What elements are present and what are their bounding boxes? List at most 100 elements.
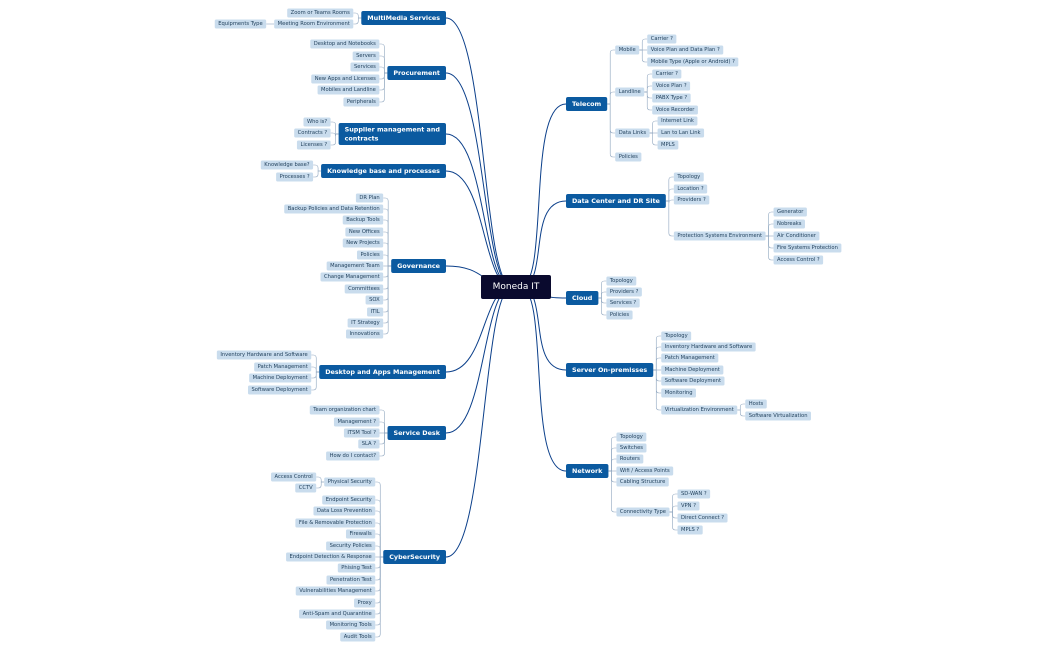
leaf-node-physical-security[interactable] (324, 477, 376, 487)
leaf-node-sox[interactable] (365, 295, 384, 305)
leaf-node-anti-spam-and-quarantine[interactable] (299, 609, 376, 619)
leaf-node-mpls[interactable] (657, 140, 679, 150)
leaf-node-file-removable-protection[interactable] (295, 518, 376, 528)
leaf-node-virtualization-environment[interactable] (661, 405, 738, 415)
leaf-node-data-links[interactable] (615, 128, 650, 138)
leaf-node-backup-tools[interactable] (342, 215, 384, 225)
leaf-node-firewalls[interactable] (345, 529, 376, 539)
branch-procurement[interactable] (387, 66, 446, 80)
leaf-node-carrier[interactable] (652, 69, 682, 79)
leaf-node-inventory-hardware-and-software[interactable] (216, 350, 312, 360)
leaf-node-who-is[interactable] (303, 117, 331, 127)
leaf-node-dr-plan[interactable] (355, 193, 384, 203)
branch-multimedia-services[interactable] (361, 11, 446, 25)
branch-cloud[interactable] (566, 291, 599, 305)
leaf-node-it-strategy[interactable] (347, 318, 384, 328)
root-node[interactable] (481, 275, 551, 299)
leaf-node-meeting-room-environment[interactable] (274, 19, 354, 29)
leaf-node-voice-plan-and-data-plan[interactable] (647, 45, 724, 55)
leaf-node-endpoint-detection-response[interactable] (286, 552, 376, 562)
leaf-node-audit-tools[interactable] (340, 632, 376, 642)
branch-network[interactable] (566, 464, 609, 478)
leaf-node-sd-wan[interactable] (677, 489, 711, 499)
leaf-node-endpoint-security[interactable] (322, 495, 376, 505)
leaf-node-protection-systems-environment[interactable] (673, 231, 766, 241)
leaf-node-air-conditioner[interactable] (773, 231, 820, 241)
leaf-node-software-deployment[interactable] (661, 376, 725, 386)
leaf-node-vpn[interactable] (677, 501, 700, 511)
leaf-node-inventory-hardware-and-software[interactable] (661, 342, 756, 352)
leaf-node-fire-systems-protection[interactable] (773, 243, 842, 253)
leaf-node-policies[interactable] (606, 310, 633, 320)
leaf-node-nobreaks[interactable] (773, 219, 805, 229)
leaf-node-access-control[interactable] (271, 472, 317, 482)
leaf-node-carrier[interactable] (647, 34, 677, 44)
leaf-node-desktop-and-notebooks[interactable] (310, 39, 380, 49)
branch-server-on-premisses[interactable] (566, 363, 654, 377)
leaf-node-topology[interactable] (673, 172, 704, 182)
leaf-node-monitoring-tools[interactable] (326, 620, 376, 630)
leaf-node-itil[interactable] (367, 307, 384, 317)
leaf-node-voice-plan[interactable] (652, 81, 691, 91)
leaf-node-servers[interactable] (352, 51, 380, 61)
leaf-node-providers[interactable] (606, 287, 642, 297)
leaf-node-committees[interactable] (344, 284, 384, 294)
leaf-node-mobiles-and-landline[interactable] (317, 85, 380, 95)
leaf-node-knowledge-base[interactable] (260, 160, 314, 170)
leaf-node-patch-management[interactable] (254, 362, 312, 372)
leaf-node-security-policies[interactable] (326, 541, 376, 551)
leaf-node-routers[interactable] (616, 454, 644, 464)
branch-knowledge-base-and-processes[interactable] (321, 164, 446, 178)
leaf-node-direct-connect[interactable] (677, 513, 728, 523)
branch-telecom[interactable] (566, 97, 608, 111)
branch-supplier-management-and-contracts[interactable] (338, 123, 446, 145)
leaf-node-internet-link[interactable] (657, 116, 698, 126)
leaf-node-sla[interactable] (358, 439, 380, 449)
leaf-node-innovations[interactable] (346, 329, 384, 339)
leaf-node-mpls[interactable] (677, 525, 703, 535)
leaf-node-policies[interactable] (615, 152, 642, 162)
leaf-node-location[interactable] (673, 184, 708, 194)
leaf-node-services[interactable] (606, 298, 640, 308)
leaf-node-software-virtualization[interactable] (745, 411, 812, 421)
leaf-node-data-loss-prevention[interactable] (313, 506, 376, 516)
leaf-node-mobile[interactable] (615, 45, 640, 55)
leaf-node-new-apps-and-licenses[interactable] (311, 74, 380, 84)
branch-cybersecurity[interactable] (383, 550, 446, 564)
leaf-node-change-management[interactable] (320, 272, 384, 282)
leaf-node-peripherals[interactable] (343, 97, 380, 107)
leaf-node-zoom-or-teams-rooms[interactable] (287, 8, 354, 18)
leaf-node-team-organization-chart[interactable] (309, 405, 380, 415)
leaf-node-new-offices[interactable] (345, 227, 384, 237)
branch-desktop-and-apps-management[interactable] (319, 365, 446, 379)
leaf-node-hosts[interactable] (745, 399, 767, 409)
leaf-node-lan-to-lan-link[interactable] (657, 128, 705, 138)
leaf-node-topology[interactable] (606, 276, 637, 286)
leaf-node-itsm-tool[interactable] (343, 428, 380, 438)
leaf-node-mobile-type-apple-or-android[interactable] (647, 57, 739, 67)
leaf-node-wifi-access-points[interactable] (616, 466, 674, 476)
leaf-node-machine-deployment[interactable] (249, 373, 312, 383)
leaf-node-new-projects[interactable] (342, 238, 384, 248)
leaf-node-licenses[interactable] (296, 140, 331, 150)
leaf-node-phising-test[interactable] (337, 563, 376, 573)
leaf-node-topology[interactable] (616, 432, 647, 442)
leaf-node-voice-recorder[interactable] (652, 105, 698, 115)
leaf-node-generator[interactable] (773, 207, 807, 217)
leaf-node-processes[interactable] (276, 172, 314, 182)
leaf-node-topology[interactable] (661, 331, 692, 341)
leaf-node-monitoring[interactable] (661, 388, 696, 398)
leaf-node-contracts[interactable] (294, 128, 331, 138)
leaf-node-management[interactable] (333, 417, 380, 427)
leaf-node-pabx-type[interactable] (652, 93, 691, 103)
leaf-node-connectivity-type[interactable] (616, 507, 670, 517)
leaf-node-patch-management[interactable] (661, 353, 719, 363)
leaf-node-proxy[interactable] (354, 598, 376, 608)
branch-data-center-and-dr-site[interactable] (566, 194, 666, 208)
leaf-node-equipments-type[interactable] (214, 19, 267, 29)
branch-service-desk[interactable] (387, 426, 446, 440)
leaf-node-services[interactable] (350, 62, 380, 72)
leaf-node-policies[interactable] (356, 250, 384, 260)
leaf-node-software-deployment[interactable] (247, 385, 312, 395)
leaf-node-management-team[interactable] (326, 261, 384, 271)
